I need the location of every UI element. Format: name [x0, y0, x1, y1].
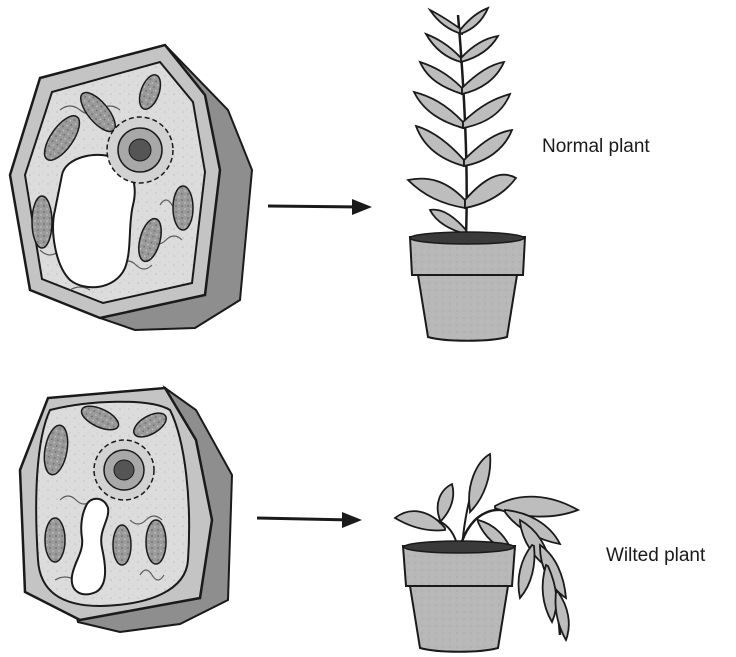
normal-plant-leaf — [462, 62, 504, 94]
normal-plant — [408, 8, 525, 341]
normal-plant-leaf — [430, 10, 462, 34]
normal-plant-leaf — [463, 94, 510, 128]
normal-plant-label: Normal plant — [542, 136, 650, 158]
normal-plant-leaf — [416, 126, 464, 166]
normal-plant-leaf — [464, 130, 512, 166]
wilted-chloroplast — [113, 525, 131, 565]
arrow-top — [268, 199, 372, 215]
turgid-chloroplast — [32, 196, 52, 248]
wilted-plant-leaf — [469, 454, 490, 512]
wilted-plant — [395, 454, 578, 652]
normal-plant-leaf — [465, 175, 516, 208]
normal-plant-leaf — [460, 8, 488, 34]
wilted-plant-label: Wilted plant — [606, 545, 705, 567]
wilted-plant-leaf — [438, 484, 454, 522]
wilted-plant-leaf — [519, 545, 535, 598]
normal-plant-leaf — [408, 179, 465, 208]
normal-plant-leaf — [414, 92, 463, 128]
wilted-plant-soil — [404, 541, 514, 553]
normal-plant-leaf — [461, 36, 498, 62]
wilted-cell — [20, 388, 232, 632]
normal-plant-pot — [418, 275, 517, 341]
wilted-chloroplast — [45, 518, 65, 562]
wilted-plant-pot — [410, 586, 508, 652]
turgid-cell — [10, 45, 252, 330]
wilted-nucleolus — [114, 460, 134, 480]
normal-plant-leaf — [420, 62, 462, 94]
turgid-chloroplast — [173, 186, 193, 230]
normal-plant-soil — [410, 232, 524, 244]
wilted-chloroplast — [146, 520, 166, 564]
arrow-bottom — [257, 512, 362, 528]
turgid-nucleolus — [129, 139, 151, 161]
normal-plant-leaf — [430, 210, 466, 234]
normal-plant-leaf — [426, 34, 461, 62]
